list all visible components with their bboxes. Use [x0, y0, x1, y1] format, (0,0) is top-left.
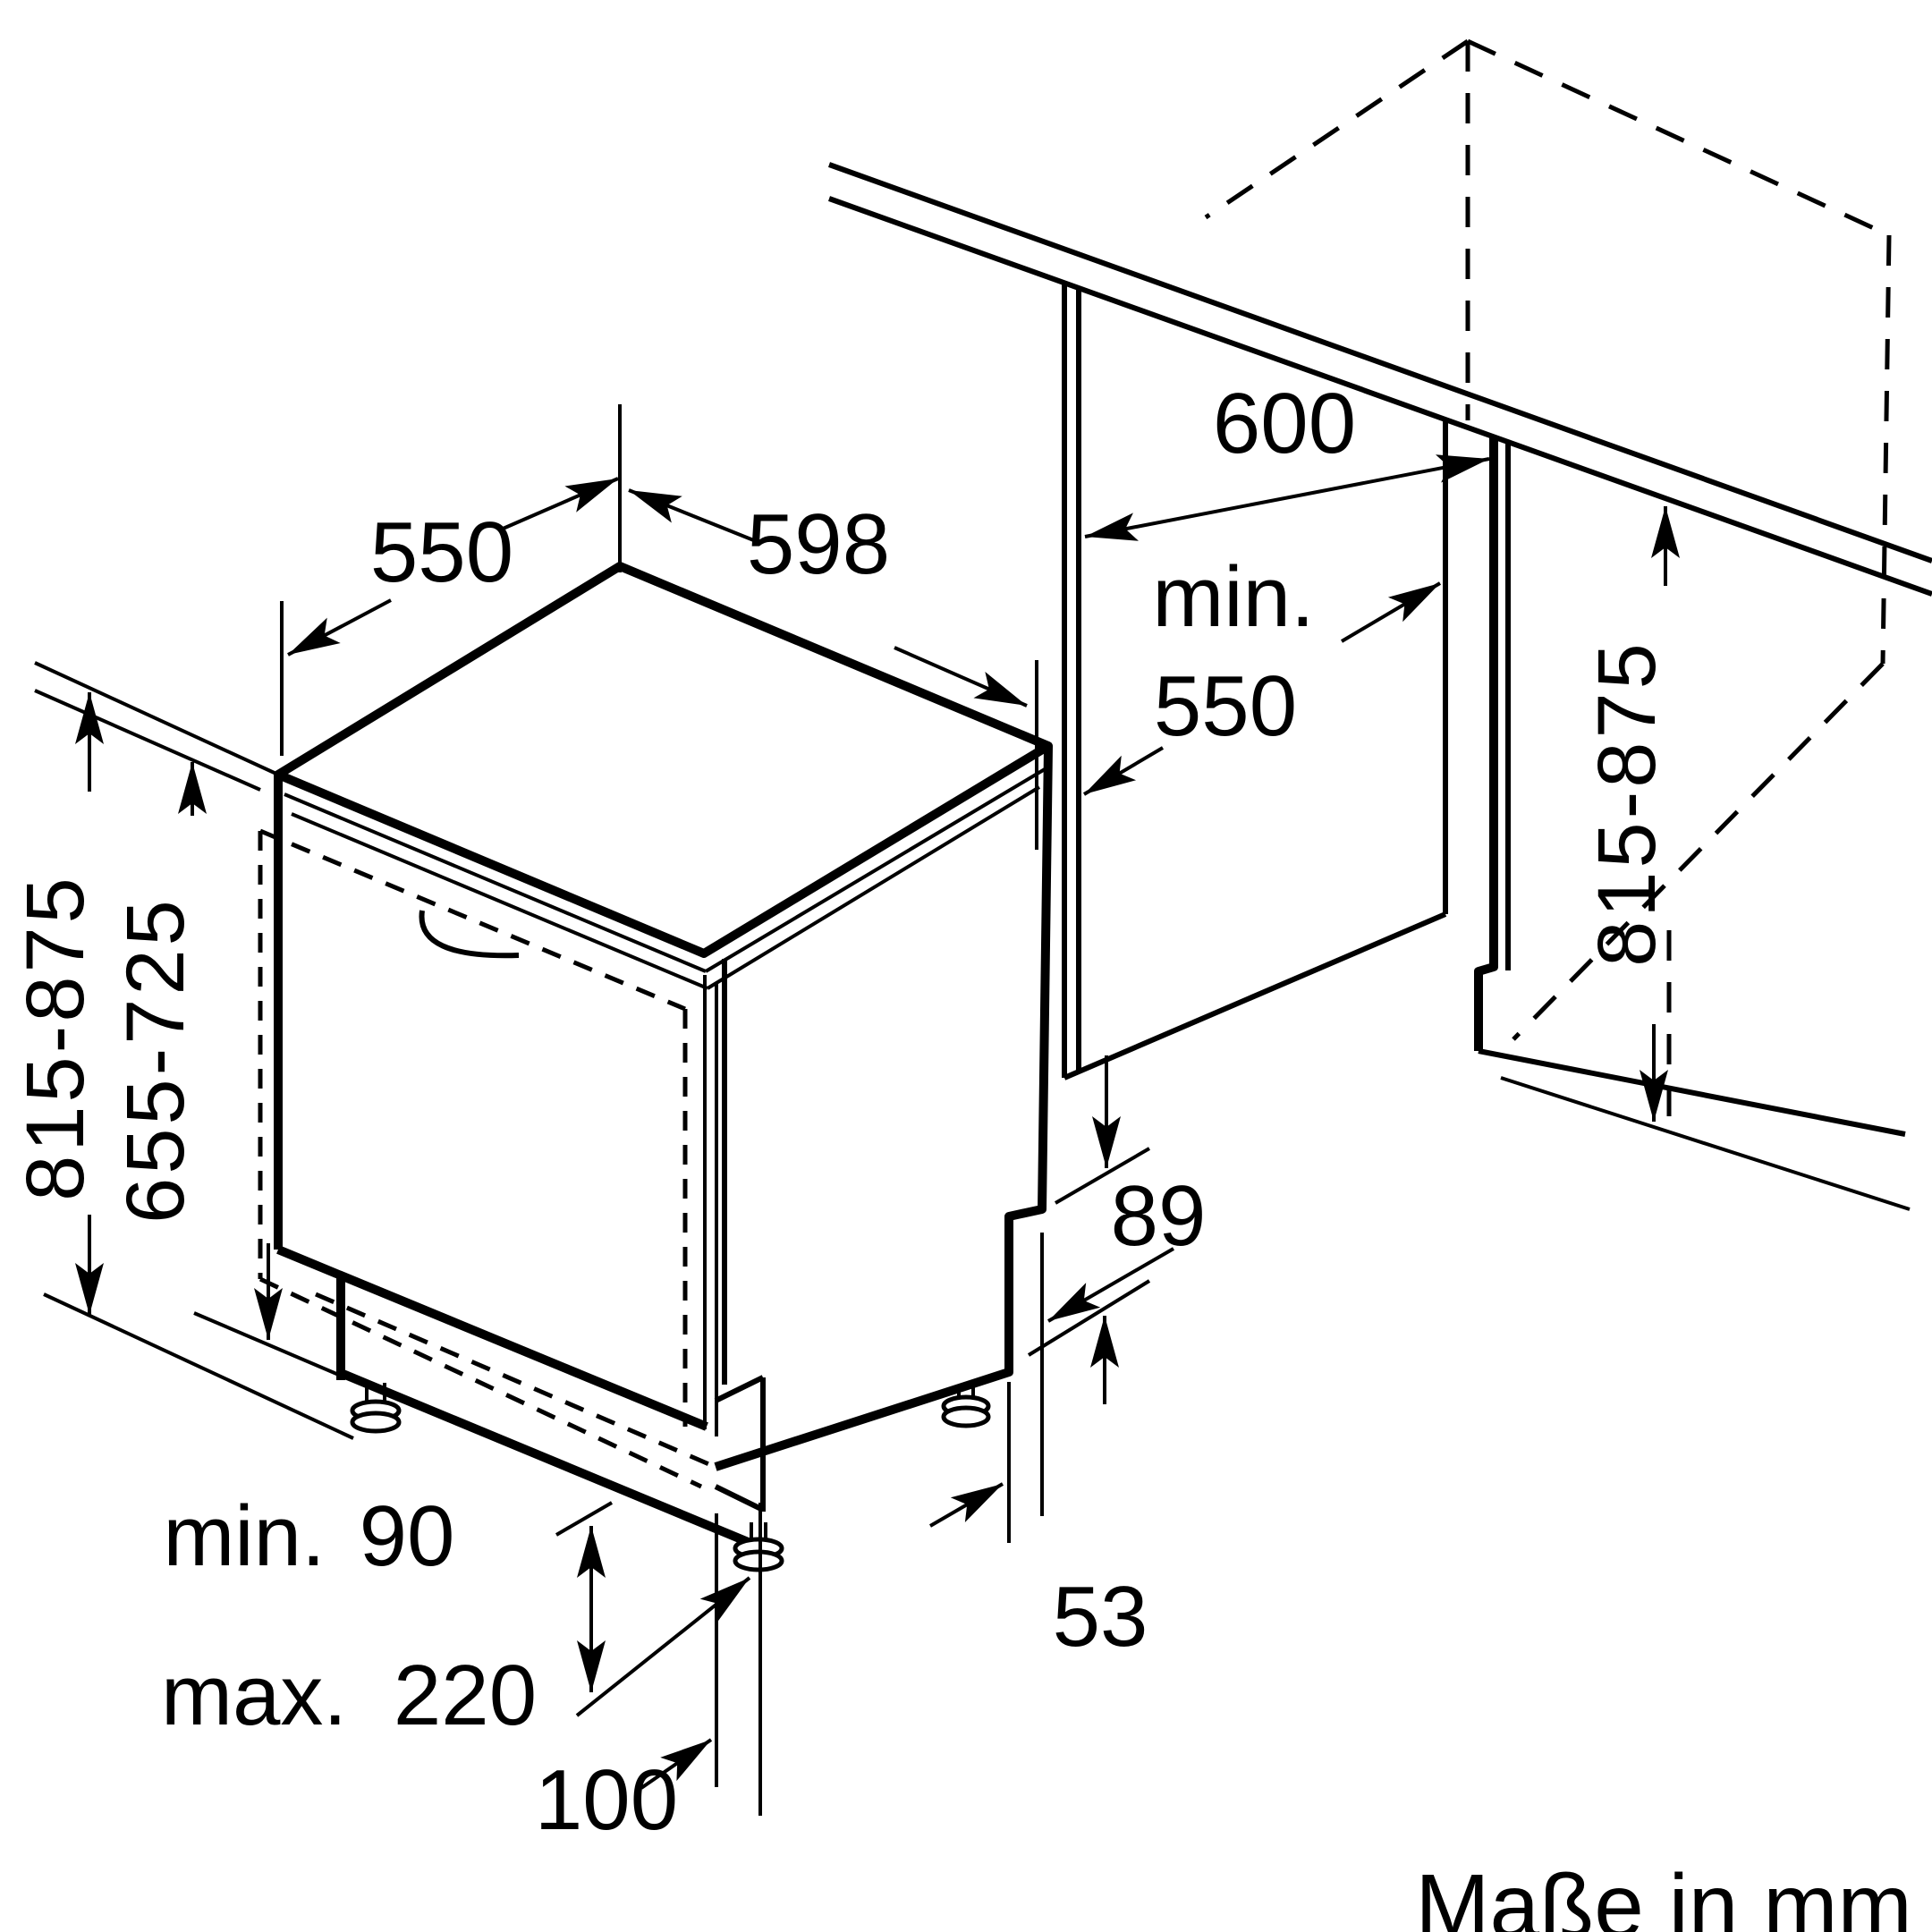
- dim-rear-recess-depth: 53: [928, 1233, 1175, 1665]
- door-bottom-edge: [276, 1245, 708, 1431]
- niche-cavity-dashed-outline: [1204, 38, 1892, 1125]
- label-niche-depth-prefix: min.: [1152, 549, 1314, 645]
- label-appliance-height: 815-875: [10, 874, 101, 1201]
- dim-appliance-depth: 550: [280, 404, 622, 756]
- foot-front-left: [350, 1383, 402, 1434]
- label-furniture-door-height: 655-725: [110, 896, 201, 1224]
- door-handle: [419, 910, 520, 959]
- label-appliance-width: 598: [747, 496, 890, 592]
- dim-niche-height: 815-875: [1581, 506, 1680, 1122]
- worktop-edge: [827, 162, 1932, 597]
- label-rear-recess-depth: 53: [1053, 1569, 1148, 1665]
- label-appliance-depth: 550: [370, 504, 513, 600]
- dim-rear-recess-height: 89: [1027, 1055, 1207, 1404]
- label-niche-height: 815-875: [1581, 640, 1673, 967]
- base-plinth: [315, 1275, 769, 1555]
- dishwasher-top-face: [274, 562, 1053, 958]
- label-niche-depth-value: 550: [1154, 658, 1297, 754]
- dishwasher-body: [258, 562, 1053, 1555]
- label-plinth-max-value: 220: [394, 1648, 537, 1743]
- label-plinth-min-prefix: min.: [163, 1488, 325, 1584]
- dim-niche-depth: min. 550: [1082, 549, 1442, 796]
- label-plinth-depth: 100: [535, 1752, 678, 1848]
- foot-rear-right: [941, 1386, 991, 1428]
- decor-door-dashed-outline: [258, 828, 703, 1489]
- adjustable-feet: [350, 1383, 991, 1572]
- reference-lines-left: [34, 661, 354, 1440]
- dim-niche-width: 600: [1084, 376, 1490, 541]
- label-rear-recess-height: 89: [1111, 1168, 1207, 1264]
- niche-right-wall: [1474, 437, 1911, 1211]
- dim-plinth-depth: 100: [535, 1503, 762, 1848]
- units-note: Maße in mm: [1415, 1856, 1912, 1932]
- dim-plinth-height-range: min. 90 max. 220: [161, 1488, 614, 1743]
- dim-appliance-height: 815-875: [10, 692, 104, 1315]
- label-plinth-max-prefix: max.: [161, 1648, 347, 1743]
- side-rear-edge-with-notch: [714, 745, 1053, 1471]
- dim-appliance-width: 598: [628, 488, 1038, 850]
- label-plinth-min-value: 90: [360, 1488, 455, 1584]
- dim-furniture-door-height: 655-725: [110, 762, 283, 1340]
- label-niche-width: 600: [1213, 376, 1356, 471]
